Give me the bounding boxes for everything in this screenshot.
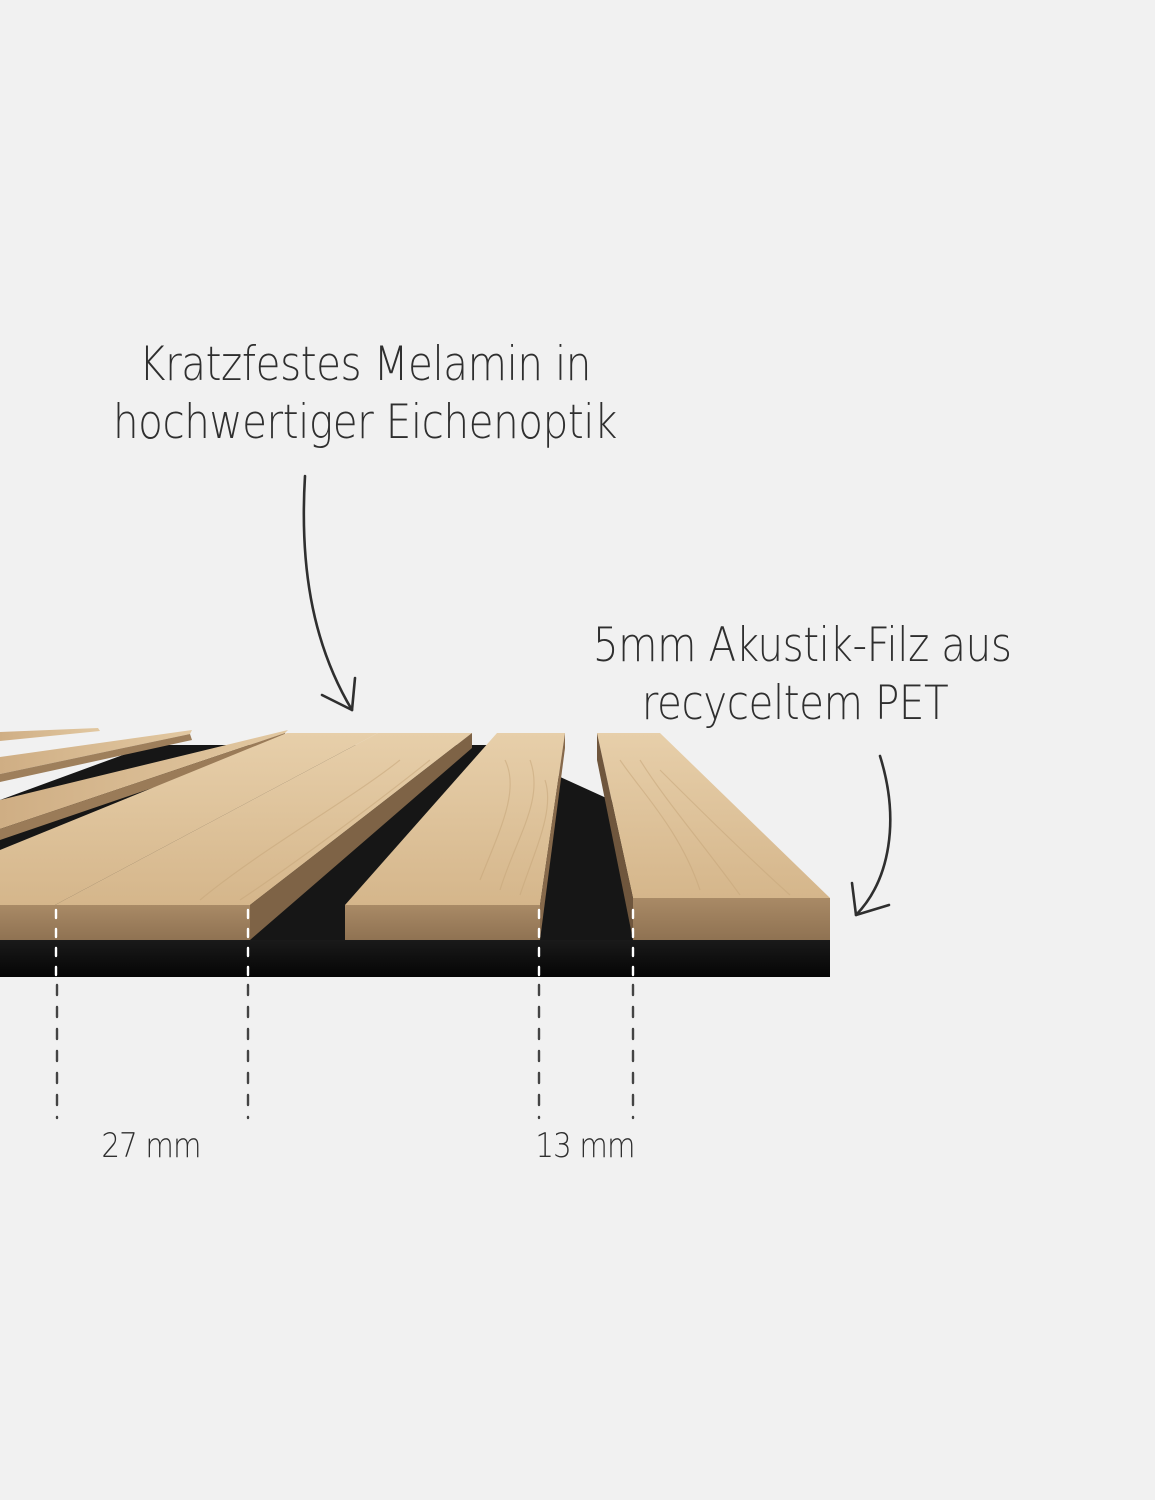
melamin-annotation: Kratzfestes Melamin in hochwertiger Eich… <box>111 336 618 452</box>
slat-width-label: 27 mm <box>101 1126 201 1166</box>
slat-top <box>597 733 830 898</box>
felt-annotation-line1: 5mm Akustik-Filz aus <box>592 618 1012 673</box>
slat-side <box>597 733 633 940</box>
arrow-melamin <box>302 474 357 712</box>
melamin-annotation-line1: Kratzfestes Melamin in <box>139 337 591 392</box>
slat-top <box>55 733 472 905</box>
slat-top <box>0 730 192 774</box>
wood-grain <box>199 759 791 901</box>
felt-annotation: 5mm Akustik-Filz aus recyceltem PET <box>592 617 1012 733</box>
gap-width-label: 13 mm <box>535 1126 635 1166</box>
felt-backing-edge <box>0 940 830 977</box>
felt-annotation-line2: recyceltem PET <box>641 676 949 731</box>
slat-top <box>0 728 100 741</box>
slat-side <box>540 733 565 940</box>
slat-front <box>345 905 540 940</box>
dimension-guides-below <box>55 983 635 1120</box>
slat-edge <box>0 733 287 840</box>
slat-left-partial <box>0 733 378 940</box>
melamin-annotation-line2: hochwertiger Eichenoptik <box>112 395 618 450</box>
dimension-guides <box>54 908 635 982</box>
far-slats <box>0 728 288 840</box>
slat-front <box>55 905 250 940</box>
slat-edge <box>0 734 192 782</box>
slat-c <box>597 733 830 940</box>
slat-top <box>0 733 378 905</box>
slat-top <box>0 730 288 829</box>
slat-front <box>0 905 55 940</box>
slat-front <box>633 898 830 940</box>
slat-a <box>55 733 472 940</box>
slat-side <box>250 733 472 940</box>
arrow-felt <box>850 754 892 917</box>
